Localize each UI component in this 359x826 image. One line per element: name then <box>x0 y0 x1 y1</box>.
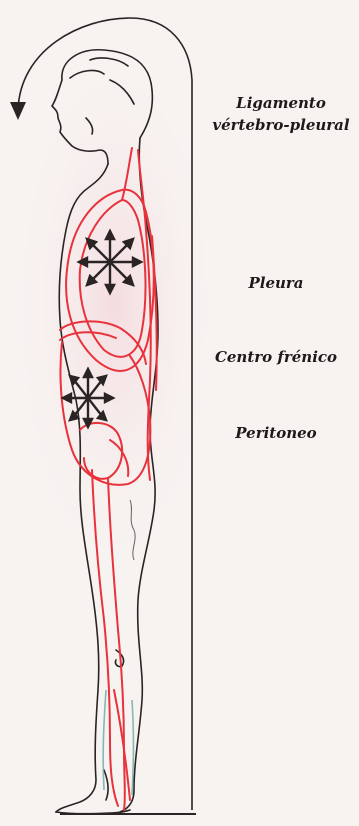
label-pleura: Pleura <box>226 272 326 294</box>
abdomen-expansion-icon <box>63 369 113 427</box>
label-ligamento-line2: vértebro-pleural <box>206 114 356 136</box>
torso-glow <box>20 80 210 580</box>
label-ligamento-vertebro-pleural: Ligamento vértebro-pleural <box>206 92 356 136</box>
arrow-head-icon <box>10 102 26 120</box>
label-ligamento-line1: Ligamento <box>206 92 356 114</box>
thorax-expansion-icon <box>79 231 141 293</box>
label-centro-frenico: Centro frénico <box>206 346 346 368</box>
label-peritoneo: Peritoneo <box>216 422 336 444</box>
